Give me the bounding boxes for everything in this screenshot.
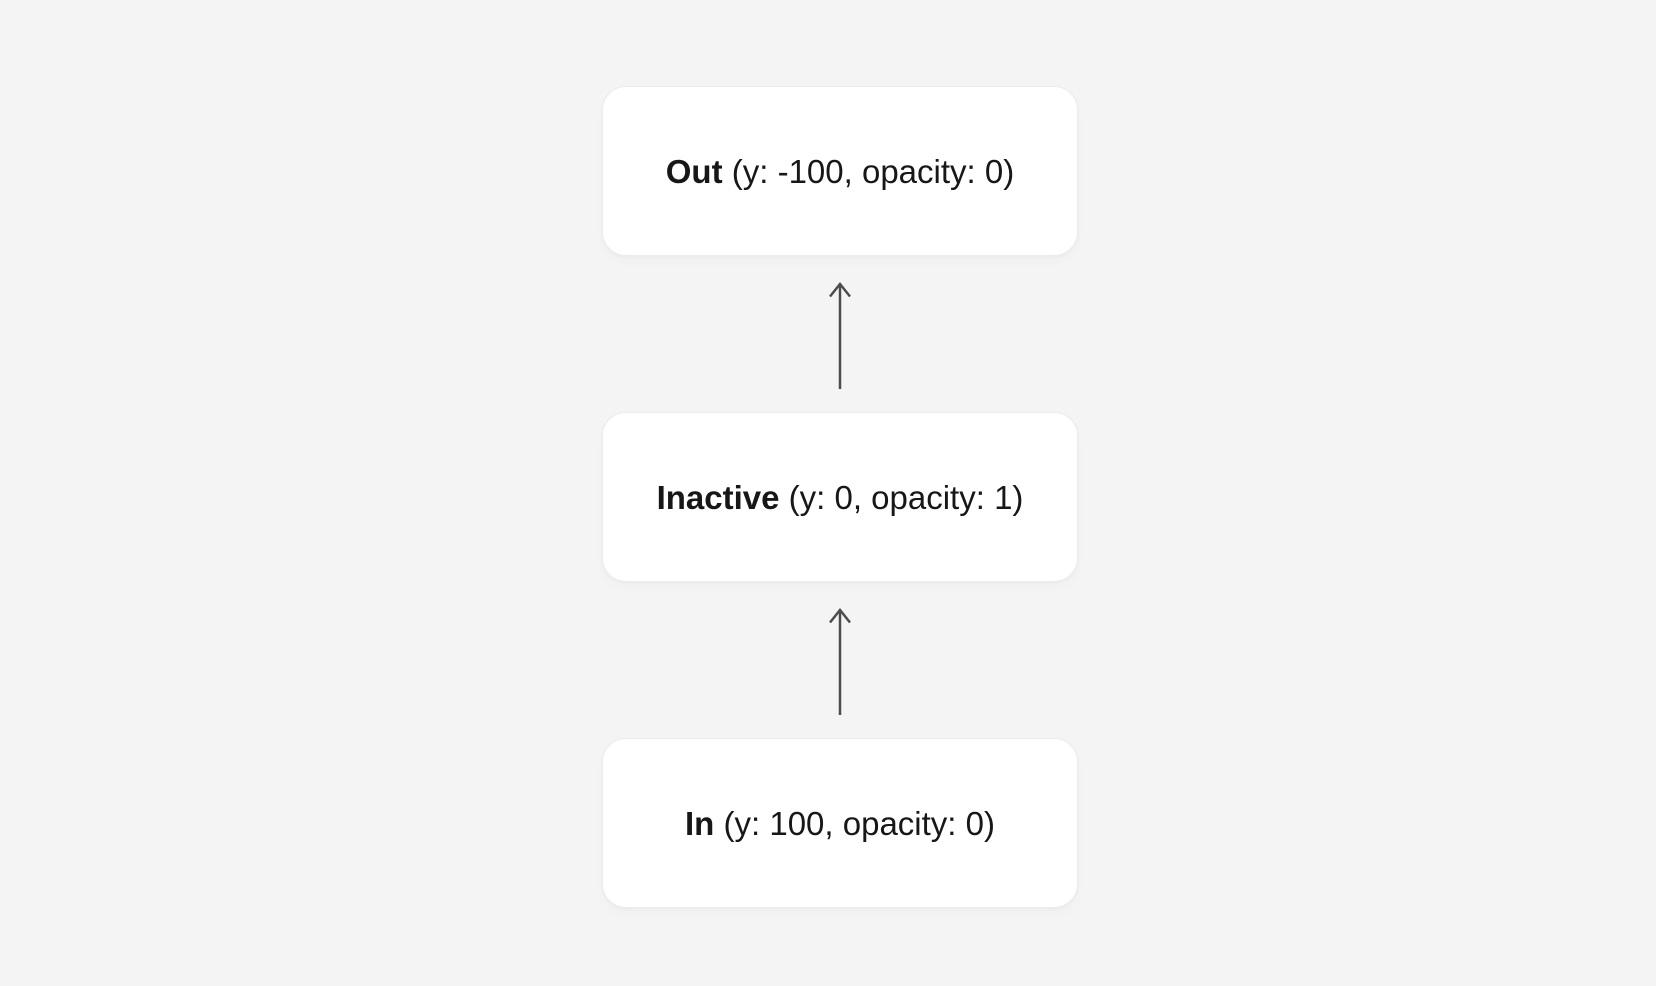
state-name: Out [665,152,723,190]
state-card-in: In (y: 100, opacity: 0) [602,738,1078,908]
state-flow-diagram: Out (y: -100, opacity: 0) Inactive (y: 0… [602,86,1078,908]
arrow-gap [820,256,860,412]
state-name: In [685,804,715,842]
up-arrow-icon [829,281,851,389]
state-name: Inactive [656,478,780,516]
state-card-text: Inactive (y: 0, opacity: 1) [657,481,1024,514]
state-props: (y: 100, opacity: 0) [714,804,995,842]
state-card-inactive: Inactive (y: 0, opacity: 1) [602,412,1078,582]
state-props: (y: 0, opacity: 1) [779,478,1024,516]
state-card-text: In (y: 100, opacity: 0) [685,807,995,840]
state-props: (y: -100, opacity: 0) [722,152,1015,190]
arrow-gap [820,582,860,738]
state-card-text: Out (y: -100, opacity: 0) [666,155,1014,188]
up-arrow-icon [829,607,851,715]
state-card-out: Out (y: -100, opacity: 0) [602,86,1078,256]
